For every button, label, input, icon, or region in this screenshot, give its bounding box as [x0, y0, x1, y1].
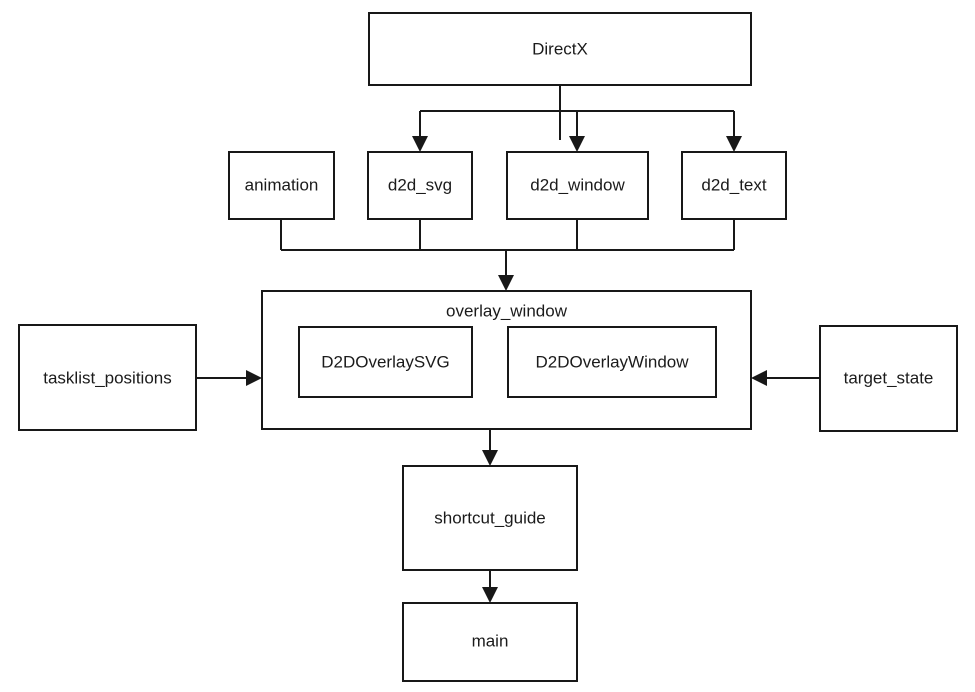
node-d2d-svg-label: d2d_svg	[388, 175, 452, 194]
node-target-state-box[interactable]	[819, 325, 958, 432]
edge-layer	[196, 85, 820, 603]
node-shortcut-guide-label: shortcut_guide	[434, 508, 546, 527]
arrow-overlay_window-to-shortcut_guide	[482, 450, 498, 466]
node-d2d-text-box[interactable]	[681, 151, 787, 220]
node-d2d-svg-box[interactable]	[367, 151, 473, 220]
node-d2doverlaysvg-box[interactable]	[298, 326, 473, 398]
node-overlay-window-label: overlay_window	[446, 301, 568, 320]
node-animation-label: animation	[245, 175, 319, 194]
arrow-directx-to-d2d_svg	[412, 136, 428, 152]
node-d2d-svg[interactable]: d2d_svg	[367, 151, 473, 220]
arrow-tasklist-to-overlay_window	[246, 370, 262, 386]
node-shortcut-guide-box[interactable]	[402, 465, 578, 571]
arrow-shortcut_guide-to-main	[482, 587, 498, 603]
node-tasklist-positions-label: tasklist_positions	[43, 368, 172, 387]
node-shortcut-guide[interactable]: shortcut_guide	[402, 465, 578, 571]
node-main[interactable]: main	[402, 602, 578, 682]
arrow-directx-to-d2d_text	[726, 136, 742, 152]
node-directx[interactable]: DirectX	[368, 12, 752, 86]
node-d2d-text-label: d2d_text	[701, 175, 766, 194]
node-d2doverlaysvg-label: D2DOverlaySVG	[321, 352, 449, 371]
arrow-row2-to-overlay_window	[498, 275, 514, 291]
node-directx-label: DirectX	[532, 39, 588, 58]
node-tasklist-positions[interactable]: tasklist_positions	[18, 324, 197, 431]
node-directx-box[interactable]	[368, 12, 752, 86]
node-target-state[interactable]: target_state	[819, 325, 958, 432]
node-d2d-window[interactable]: d2d_window	[506, 151, 649, 220]
arrow-target_state-to-overlay_window	[751, 370, 767, 386]
node-d2d-text[interactable]: d2d_text	[681, 151, 787, 220]
node-overlay-window[interactable]: overlay_window D2DOverlaySVG D2DOverlayW…	[261, 290, 752, 430]
node-d2d-window-box[interactable]	[506, 151, 649, 220]
node-d2doverlaywindow-box[interactable]	[507, 326, 717, 398]
node-d2doverlaywindow-label: D2DOverlayWindow	[535, 352, 689, 371]
arrow-directx-to-d2d_window	[569, 136, 585, 152]
node-tasklist-positions-box[interactable]	[18, 324, 197, 431]
node-d2doverlaysvg[interactable]: D2DOverlaySVG	[298, 326, 473, 398]
node-animation[interactable]: animation	[228, 151, 335, 220]
node-animation-box[interactable]	[228, 151, 335, 220]
node-main-box[interactable]	[402, 602, 578, 682]
node-d2doverlaywindow[interactable]: D2DOverlayWindow	[507, 326, 717, 398]
node-target-state-label: target_state	[844, 368, 934, 387]
node-d2d-window-label: d2d_window	[530, 175, 625, 194]
edge-row2-bus	[279, 219, 736, 278]
node-main-label: main	[472, 631, 509, 650]
